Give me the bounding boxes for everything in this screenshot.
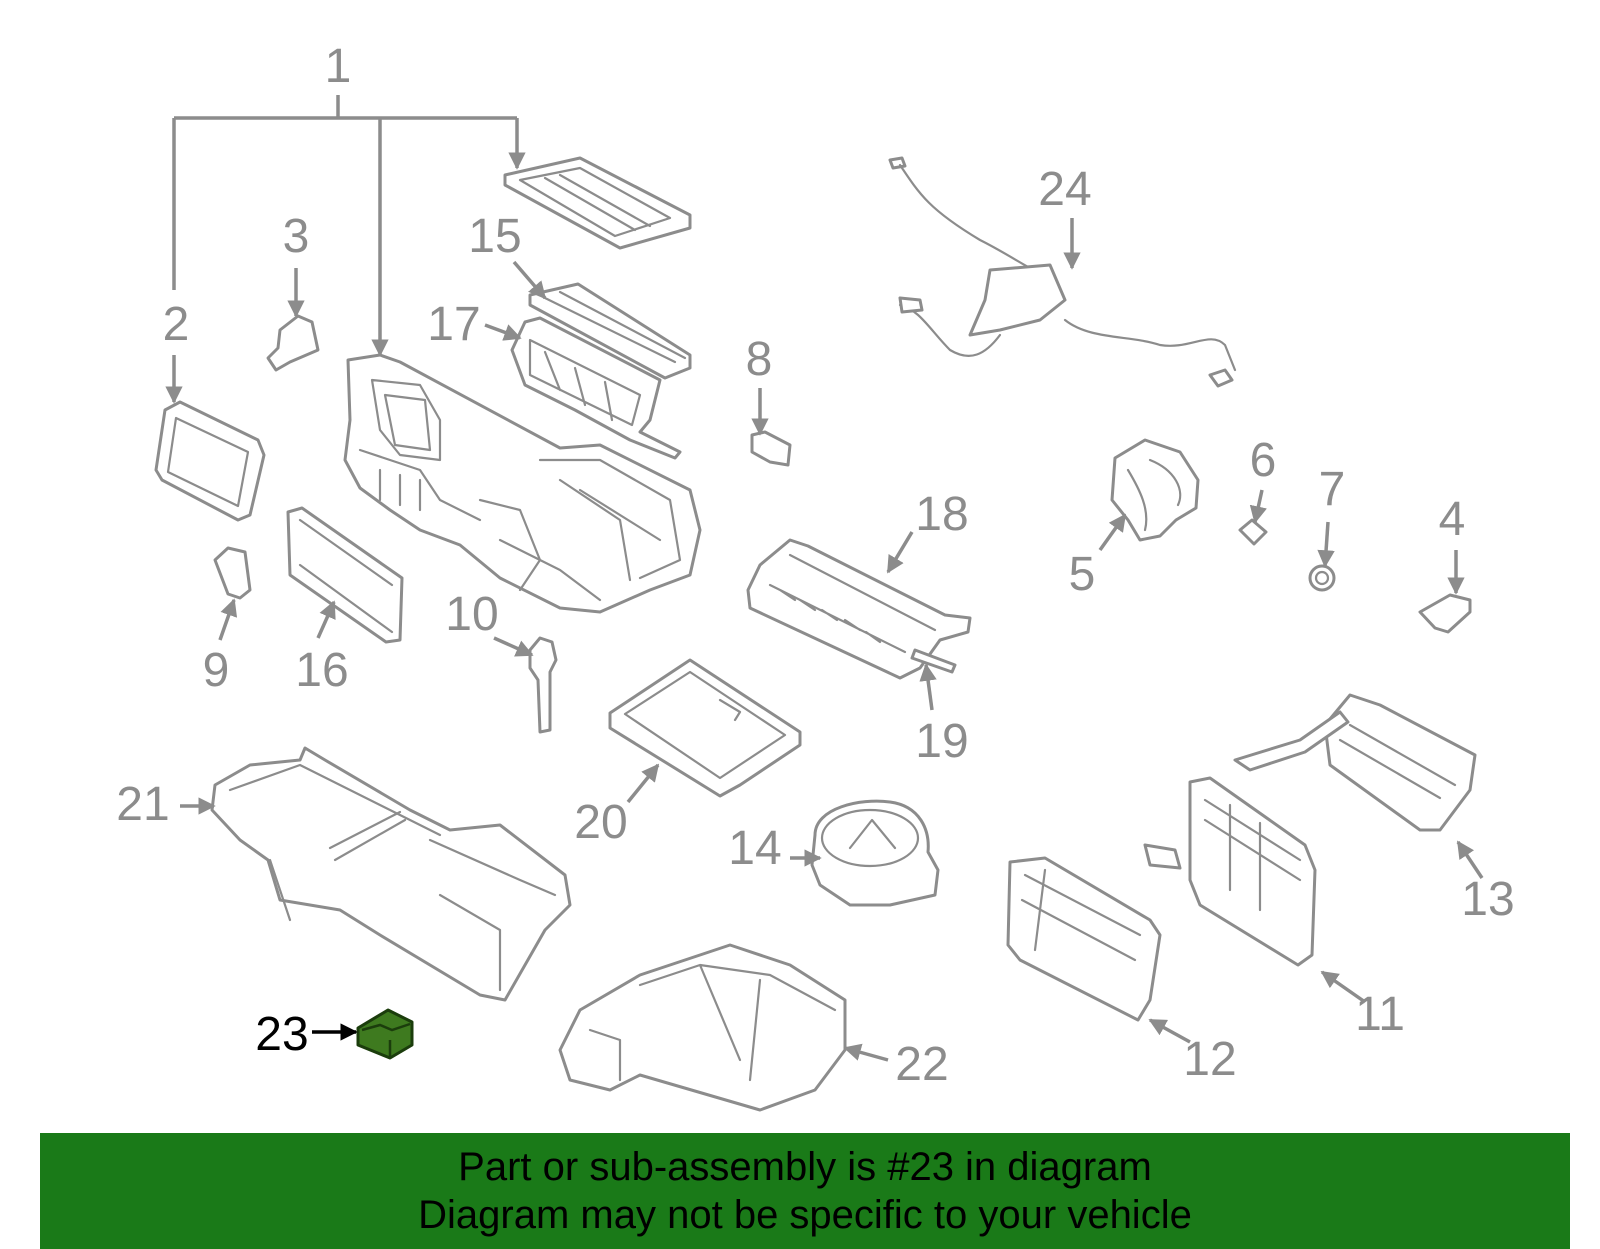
callout-18: 18 xyxy=(915,488,968,541)
part-2-frame xyxy=(154,400,266,522)
part-4-bracket xyxy=(1418,593,1472,634)
callout-3: 3 xyxy=(283,210,310,263)
part-3-bracket xyxy=(266,314,320,372)
callout-9: 9 xyxy=(203,644,230,697)
part-5-actuator xyxy=(1110,438,1200,542)
callout-6: 6 xyxy=(1250,434,1277,487)
callout-7: 7 xyxy=(1319,463,1346,516)
callout-17: 17 xyxy=(427,298,480,351)
callout-24: 24 xyxy=(1038,163,1091,216)
part-21-lower-case xyxy=(210,746,572,1002)
part-24-harness xyxy=(888,156,1237,388)
part-11-evaporator xyxy=(1143,776,1317,967)
part-12-evap-case xyxy=(1006,856,1162,1022)
part-17-door xyxy=(510,316,682,460)
part-13-heater-core xyxy=(1233,693,1477,832)
part-14-blower xyxy=(810,799,940,907)
leader-lines xyxy=(165,218,1484,1062)
parts-diagram: 1 2 3 4 5 6 7 8 9 10 11 12 13 14 15 16 1… xyxy=(116,40,1515,1112)
callout-2: 2 xyxy=(163,298,190,351)
part-main-housing xyxy=(343,353,702,614)
callout-22: 22 xyxy=(895,1038,948,1091)
callout-19: 19 xyxy=(915,715,968,768)
part-22-lower-duct xyxy=(558,943,847,1112)
part-16-filter xyxy=(286,506,404,644)
callout-15: 15 xyxy=(468,210,521,263)
part-9-clip xyxy=(213,546,252,600)
callout-23-highlighted: 23 xyxy=(255,1008,308,1061)
part-20-tray xyxy=(608,658,802,798)
callout-labels: 1 2 3 4 5 6 7 8 9 10 11 12 13 14 15 16 1… xyxy=(116,40,1514,1091)
info-banner: Part or sub-assembly is #23 in diagram D… xyxy=(40,1133,1570,1249)
callout-11: 11 xyxy=(1355,988,1405,1041)
part-19-tab xyxy=(910,648,957,674)
part-7-grommet xyxy=(1308,564,1336,592)
callout-10: 10 xyxy=(445,588,498,641)
part-15-cover xyxy=(528,282,692,380)
callout-14: 14 xyxy=(728,822,781,875)
callout-5: 5 xyxy=(1069,548,1096,601)
part-6-clip xyxy=(1238,518,1268,546)
callout-16: 16 xyxy=(295,644,348,697)
part-23-highlighted[interactable] xyxy=(356,1008,414,1060)
part-8-connector xyxy=(750,430,792,467)
banner-line-2: Diagram may not be specific to your vehi… xyxy=(418,1193,1192,1237)
callout-8: 8 xyxy=(746,333,773,386)
callout-20: 20 xyxy=(574,796,627,849)
part-top-cover xyxy=(503,156,692,250)
callout-4: 4 xyxy=(1439,493,1466,546)
part-18-case xyxy=(746,538,972,680)
banner-line-1: Part or sub-assembly is #23 in diagram xyxy=(458,1145,1152,1189)
callout-13: 13 xyxy=(1461,873,1514,926)
callout-1: 1 xyxy=(325,40,352,93)
part-10-sensor xyxy=(528,636,558,734)
callout-1-bracket xyxy=(172,95,526,357)
callout-12: 12 xyxy=(1183,1033,1236,1086)
callout-21: 21 xyxy=(116,778,169,831)
